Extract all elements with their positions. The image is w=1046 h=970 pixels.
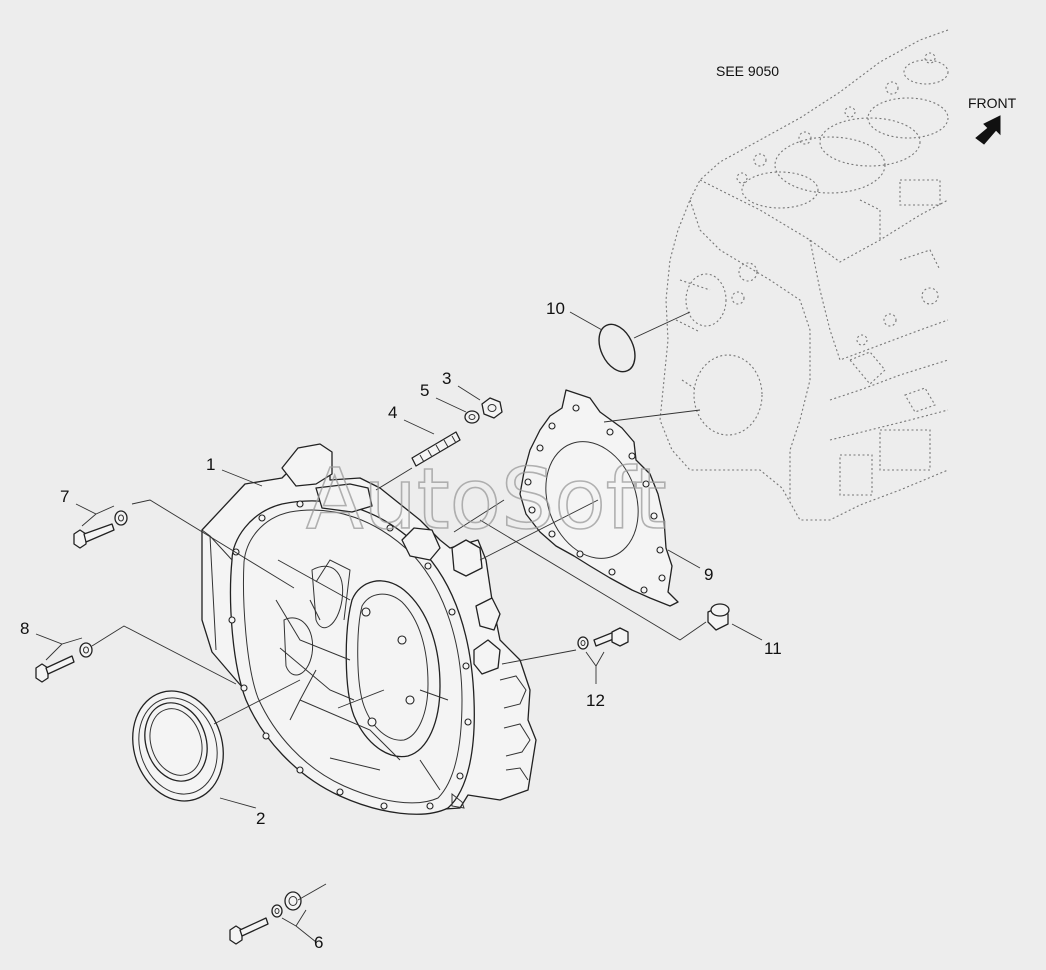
reference-note: SEE 9050 (716, 63, 779, 79)
engine-block-reference (659, 29, 949, 521)
callout-3: 3 (442, 369, 451, 388)
callout-11: 11 (764, 639, 782, 658)
bolt-set-6 (229, 891, 302, 945)
bolt-set-7 (73, 510, 128, 549)
bolt-set-12 (577, 627, 629, 650)
callout-2: 2 (256, 809, 265, 828)
housing-gasket (519, 389, 679, 607)
front-direction-indicator: FRONT (968, 95, 1017, 145)
callout-labels: 1 2 3 4 5 6 7 8 9 10 11 12 (20, 299, 782, 952)
bolt-set-8 (35, 642, 93, 683)
callout-7: 7 (60, 487, 69, 506)
washer (464, 410, 480, 424)
o-ring (598, 323, 636, 373)
crankshaft-rear-seal (132, 690, 224, 802)
stud (411, 431, 461, 467)
plug (707, 603, 730, 631)
callout-10: 10 (546, 299, 565, 318)
callout-1: 1 (206, 455, 215, 474)
front-label: FRONT (968, 95, 1017, 111)
leader-lines (35, 311, 763, 943)
callout-12: 12 (586, 691, 605, 710)
watermark: AutoSoft (306, 450, 667, 548)
callout-8: 8 (20, 619, 29, 638)
flywheel-housing (201, 443, 537, 815)
callout-6: 6 (314, 933, 323, 952)
front-arrow-icon (975, 115, 1001, 145)
nut (481, 397, 503, 419)
callout-9: 9 (704, 565, 713, 584)
callout-5: 5 (420, 381, 429, 400)
callout-4: 4 (388, 403, 397, 422)
